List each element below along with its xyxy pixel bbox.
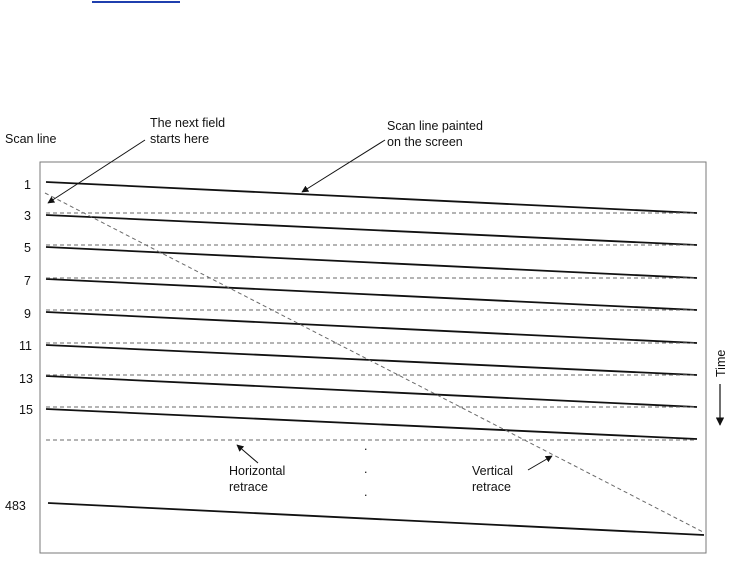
next-field-label-line2: starts here (150, 132, 209, 146)
time-label: Time (714, 350, 728, 377)
scan-line-1 (46, 182, 697, 213)
scan-line-8 (46, 409, 697, 439)
screen-frame (40, 162, 706, 553)
scan-line-2 (46, 215, 697, 245)
scan-number-9: 9 (24, 307, 31, 321)
scan-line-9 (48, 503, 704, 535)
scan-number-13: 13 (19, 372, 33, 386)
painted-line-arrow (302, 140, 385, 192)
scan-line-7 (46, 376, 697, 407)
vertical-retrace-label-line1: Vertical (472, 464, 513, 478)
scan-number-483: 483 (5, 499, 26, 513)
vertical-retrace-label-line2: retrace (472, 480, 511, 494)
scan-line-3 (46, 247, 697, 278)
scan-line-5 (46, 312, 697, 343)
horizontal-retrace-label-line2: retrace (229, 480, 268, 494)
horizontal-retrace-label-line1: Horizontal (229, 464, 285, 478)
horizontal-retrace-arrow (237, 445, 258, 463)
painted-label-line2: on the screen (387, 135, 463, 149)
scan-line-4 (46, 279, 697, 310)
scan-number-5: 5 (24, 241, 31, 255)
scan-line-6 (46, 345, 697, 375)
ellipsis-dot-1: . (364, 439, 367, 453)
vertical-retrace-arrow (528, 456, 552, 470)
scan-number-3: 3 (24, 209, 31, 223)
scan-number-1: 1 (24, 178, 31, 192)
scan-number-15: 15 (19, 403, 33, 417)
scan-line-heading: Scan line (5, 132, 56, 146)
ellipsis-dot-3: . (364, 485, 367, 499)
next-field-arrow (48, 140, 145, 203)
scan-number-7: 7 (24, 274, 31, 288)
painted-label-line1: Scan line painted (387, 119, 483, 133)
vertical-retrace-line (45, 193, 703, 532)
scan-number-11: 11 (19, 339, 32, 353)
next-field-label-line1: The next field (150, 116, 225, 130)
ellipsis-dot-2: . (364, 462, 367, 476)
